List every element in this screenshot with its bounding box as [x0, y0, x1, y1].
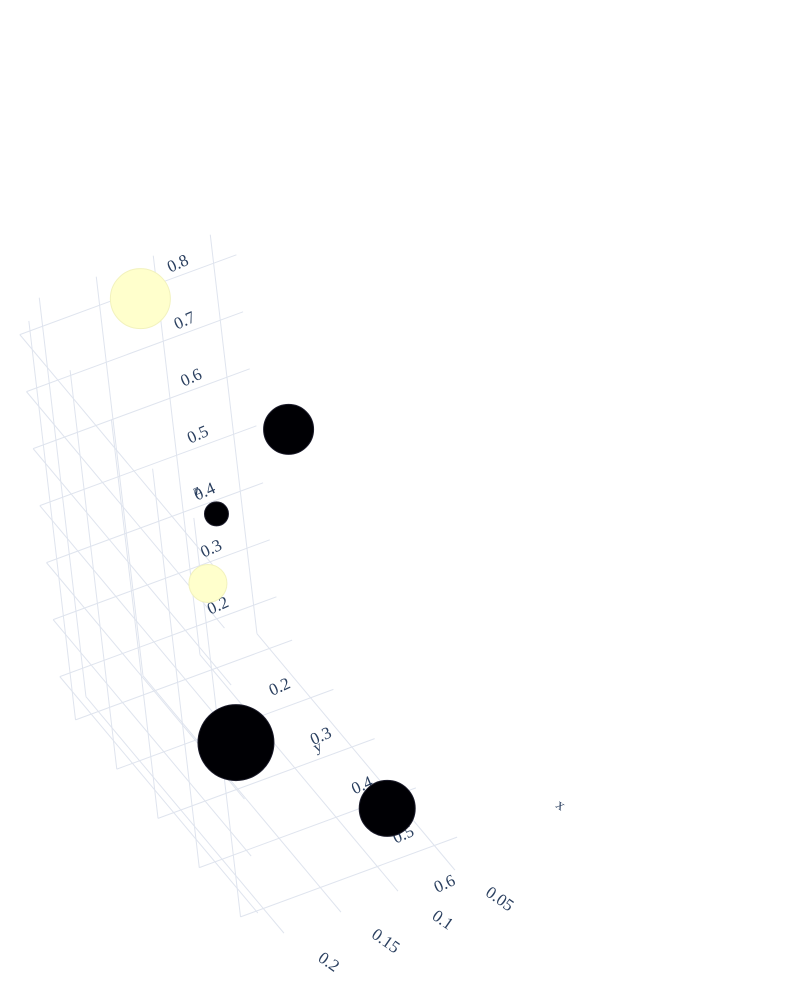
y-tick-label: 0.2 [266, 674, 293, 700]
grid-line-backwall-z [59, 676, 259, 914]
grid-line-floor-x [256, 633, 456, 871]
grid-line-sidewall-z [39, 425, 257, 507]
data-point[interactable] [263, 403, 315, 455]
grid-line-sidewall-z [52, 539, 270, 621]
grid-line-floor-x [199, 654, 399, 892]
grid-line-floor-y [75, 639, 293, 721]
grid-line-floor-x [85, 696, 285, 934]
data-point[interactable] [358, 779, 416, 837]
x-tick-label: 0.1 [429, 906, 457, 934]
grid-line-floor-y [157, 738, 375, 819]
data-point[interactable] [188, 563, 228, 603]
grid-line-backwall-y [110, 419, 159, 819]
x-tick-label: 0.2 [315, 948, 343, 976]
grid-line-backwall-z [19, 334, 219, 572]
grid-line-sidewall-x [95, 276, 144, 676]
grid-line-backwall-z [52, 619, 252, 857]
grid-line-backwall-z [39, 505, 239, 743]
data-point[interactable] [203, 501, 229, 527]
data-points[interactable] [109, 268, 416, 837]
grid-line-sidewall-x [209, 234, 258, 634]
y-tick-label: 0.6 [431, 871, 458, 897]
data-point[interactable] [109, 268, 171, 330]
grid-line-sidewall-z [59, 596, 277, 678]
x-tick-label: 0.05 [482, 883, 517, 916]
grid-line-backwall-y [69, 370, 118, 770]
grid-line-backwall-y [152, 468, 200, 868]
grid-line-backwall-z [32, 448, 232, 686]
grid-line-sidewall-z [26, 311, 244, 393]
x-tick-label: 0.15 [368, 925, 403, 958]
grid-line-backwall-y [28, 320, 77, 720]
grid-line-sidewall-z [32, 368, 250, 450]
grid-line-floor-y [240, 836, 458, 918]
grid-line-sidewall-x [38, 297, 87, 697]
x-axis-title: x [553, 797, 569, 815]
data-point[interactable] [197, 704, 275, 782]
grid-line-sidewall-z [46, 482, 264, 564]
grid-line-floor-x [142, 675, 342, 913]
